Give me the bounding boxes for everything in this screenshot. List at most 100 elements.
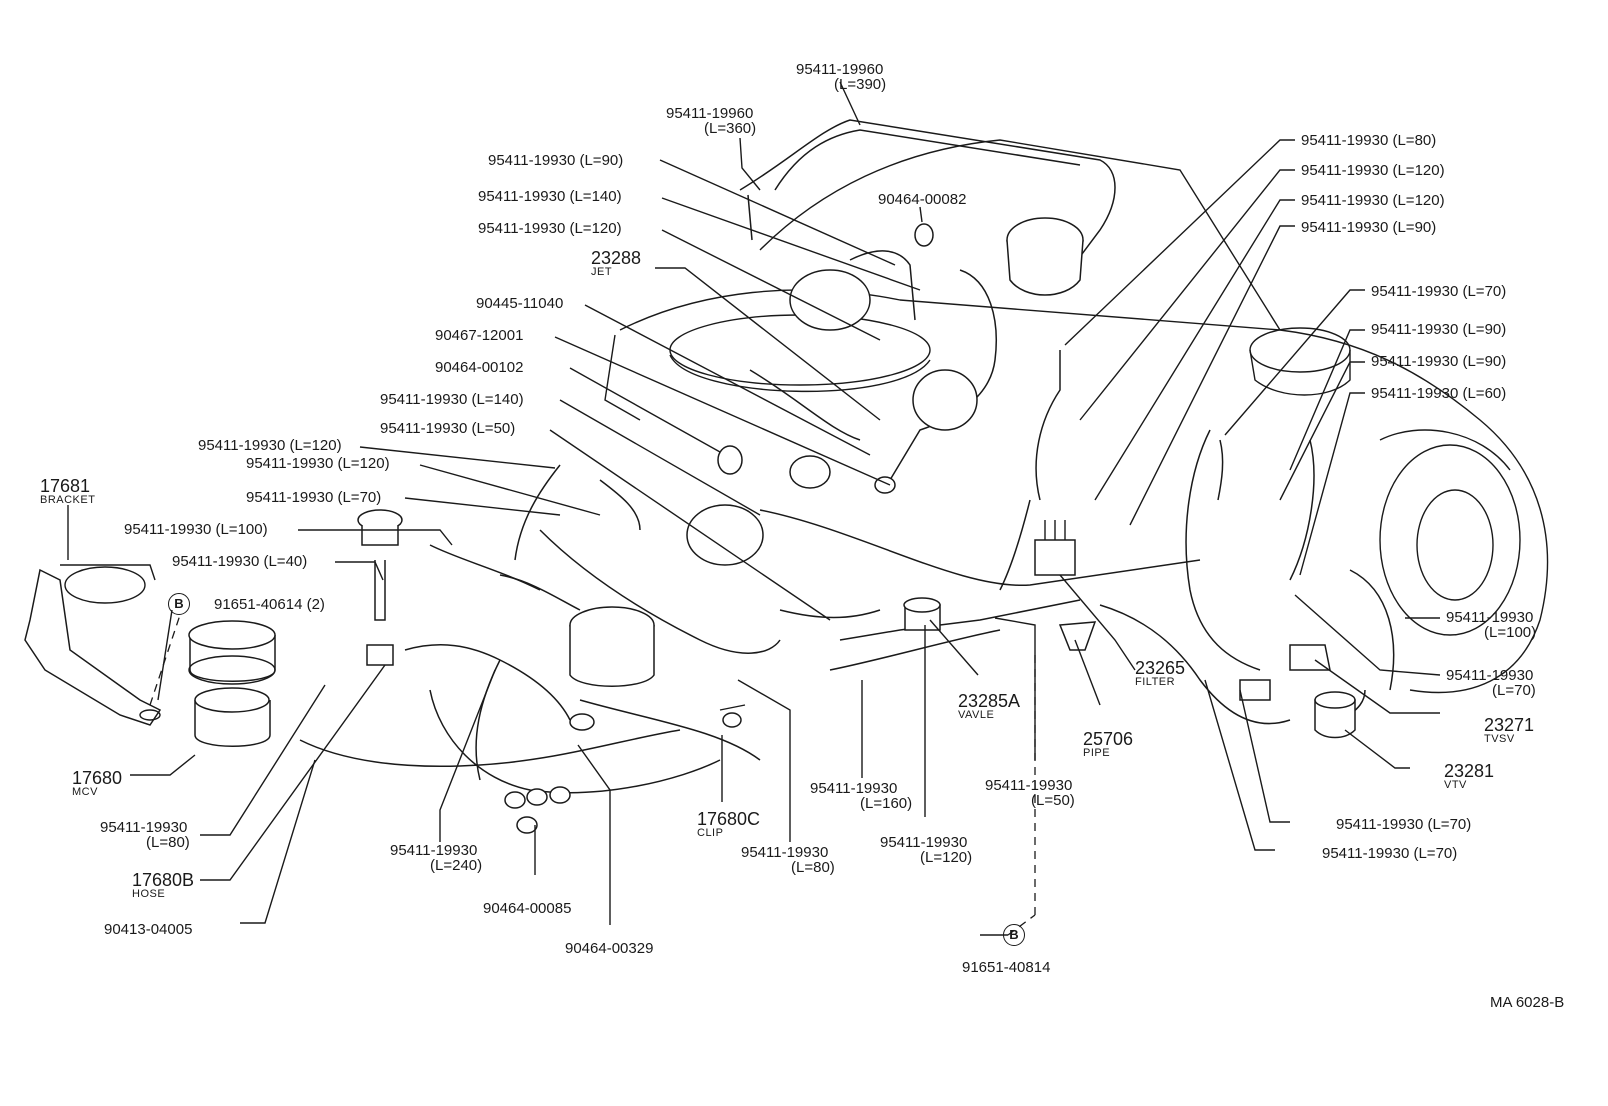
callout-95411-19930-l100-b: 95411-19930 (L=100) <box>1446 610 1536 640</box>
hose-length: (L=390) <box>834 76 887 93</box>
part-name: VAVLE <box>958 709 995 721</box>
callout-95411-19930-l60: 95411-19930 (L=60) <box>1371 385 1507 402</box>
part-name: VTV <box>1444 779 1467 791</box>
callout-90464-00329: 90464-00329 <box>565 940 654 957</box>
filter-part <box>1034 520 1076 576</box>
bracket-part <box>24 564 162 726</box>
hose-length: (L=120) <box>920 849 973 866</box>
hose-clamps <box>569 223 934 731</box>
part-number: 25706 <box>1083 729 1134 749</box>
part-number: 95411-19930 <box>1446 609 1534 626</box>
callout-23281-vtv: 23281 VTV <box>1444 762 1494 791</box>
part-number: 17680C <box>697 809 761 829</box>
callout-90464-00102: 90464-00102 <box>435 359 524 376</box>
callout-17681-bracket: 17681 BRACKET <box>40 477 95 506</box>
top-pipe-part <box>357 509 403 666</box>
callout-90467-12001: 90467-12001 <box>435 327 524 344</box>
hose-length: (L=70) <box>1492 682 1536 699</box>
mcv-valve-part <box>188 620 276 747</box>
callout-95411-19930-l70-d: 95411-19930 (L=70) <box>1336 816 1472 833</box>
callout-23271-tvsv: 23271 TVSV <box>1484 716 1534 745</box>
part-number: 95411-19930 <box>880 834 968 851</box>
callout-95411-19930-l240: 95411-19930 (L=240) <box>390 843 482 873</box>
callout-91651-40814: 91651-40814 <box>962 959 1051 976</box>
callout-95411-19960-l390: 95411-19960 (L=390) <box>796 62 886 92</box>
callout-23265-filter: 23265 FILTER <box>1135 659 1185 688</box>
hose-length: (L=50) <box>1031 792 1075 809</box>
hose-routing <box>299 119 1395 794</box>
callout-90445-11040: 90445-11040 <box>476 295 564 312</box>
callout-95411-19930-l120-f: 95411-19930 (L=120) <box>1301 192 1445 209</box>
callout-95411-19930-l120-b: 95411-19930 (L=120) <box>198 437 342 454</box>
callout-90464-00082: 90464-00082 <box>878 191 967 208</box>
callout-95411-19930-l90-a: 95411-19930 (L=90) <box>488 152 624 169</box>
hose-length: (L=240) <box>430 857 483 874</box>
callout-25706-pipe: 25706 PIPE <box>1083 730 1133 759</box>
callout-95411-19930-l40: 95411-19930 (L=40) <box>172 553 308 570</box>
hose-length: (L=360) <box>704 120 757 137</box>
part-number: 95411-19930 <box>741 844 829 861</box>
callout-95411-19930-l70-e: 95411-19930 (L=70) <box>1322 845 1458 862</box>
hose-length: (L=80) <box>791 859 835 876</box>
part-number: 23265 <box>1135 658 1186 678</box>
callout-91651-40614: 91651-40614 (2) <box>214 596 325 613</box>
part-number: 23285A <box>958 691 1021 711</box>
part-number: 95411-19930 <box>1446 667 1534 684</box>
part-number: 95411-19960 <box>666 105 754 122</box>
callout-95411-19930-l50-b: 95411-19930 (L=50) <box>985 778 1075 808</box>
callout-90413-04005: 90413-04005 <box>104 921 193 938</box>
part-name: FILTER <box>1135 676 1176 688</box>
hose-length: (L=80) <box>146 834 190 851</box>
vavle-part <box>903 597 941 631</box>
callout-95411-19930-l80-c: 95411-19930 (L=80) <box>1301 132 1437 149</box>
callout-95411-19930-l140-b: 95411-19930 (L=140) <box>380 391 524 408</box>
part-number: 23288 <box>591 248 642 268</box>
components <box>24 217 1356 834</box>
reference-marker-b: B <box>1003 924 1025 946</box>
callout-95411-19930-l80-b: 95411-19930 (L=80) <box>741 845 835 875</box>
tvsv-part <box>1239 644 1331 701</box>
clip-part <box>719 704 746 728</box>
leader-lines <box>67 81 1441 936</box>
drawing-code: MA 6028-B <box>1490 994 1565 1011</box>
callout-95411-19930-l120-c: 95411-19930 (L=120) <box>246 455 390 472</box>
callout-95411-19930-l120-d: 95411-19930 (L=120) <box>880 835 972 865</box>
pipe-fitting-part <box>1058 621 1097 651</box>
engine-outline <box>604 139 1549 694</box>
part-name: PIPE <box>1083 747 1111 759</box>
part-number: 95411-19930 <box>985 777 1073 794</box>
callout-95411-19930-l80-a: 95411-19930 (L=80) <box>100 820 190 850</box>
callout-95411-19930-l90-d: 95411-19930 (L=90) <box>1371 353 1507 370</box>
part-number: 95411-19930 <box>390 842 478 859</box>
callout-17680b-hose: 17680B HOSE <box>132 871 194 900</box>
part-number: 95411-19930 <box>100 819 188 836</box>
part-name: TVSV <box>1484 733 1515 745</box>
part-number: 23281 <box>1444 761 1495 781</box>
callout-95411-19930-l90-b: 95411-19930 (L=90) <box>1301 219 1437 236</box>
callout-23285a-vavle: 23285A VAVLE <box>958 692 1020 721</box>
part-number: 23271 <box>1484 715 1535 735</box>
callout-95411-19930-l120-a: 95411-19930 (L=120) <box>478 220 622 237</box>
part-number: 95411-19930 <box>810 780 898 797</box>
callout-17680c-clip: 17680C CLIP <box>697 810 760 839</box>
part-number: 95411-19960 <box>796 61 884 78</box>
reference-marker-b: B <box>168 593 190 615</box>
vtv-part <box>1314 691 1356 739</box>
part-name: MCV <box>72 786 98 798</box>
clamp-cluster <box>504 786 571 834</box>
callout-17680-mcv: 17680 MCV <box>72 769 122 798</box>
part-name: HOSE <box>132 888 166 900</box>
callout-95411-19930-l120-e: 95411-19930 (L=120) <box>1301 162 1445 179</box>
part-name: BRACKET <box>40 494 96 506</box>
part-number: 17680 <box>72 768 123 788</box>
part-name: CLIP <box>697 827 724 839</box>
callout-95411-19930-l140-a: 95411-19930 (L=140) <box>478 188 622 205</box>
canister-parts <box>569 217 1084 687</box>
callout-95411-19930-l100-a: 95411-19930 (L=100) <box>124 521 268 538</box>
callout-95411-19930-l70-c: 95411-19930 (L=70) <box>1446 668 1536 698</box>
hose-length: (L=160) <box>860 795 913 812</box>
hose-length: (L=100) <box>1484 624 1537 641</box>
callout-95411-19930-l90-c: 95411-19930 (L=90) <box>1371 321 1507 338</box>
callout-95411-19960-l360: 95411-19960 (L=360) <box>666 106 756 136</box>
